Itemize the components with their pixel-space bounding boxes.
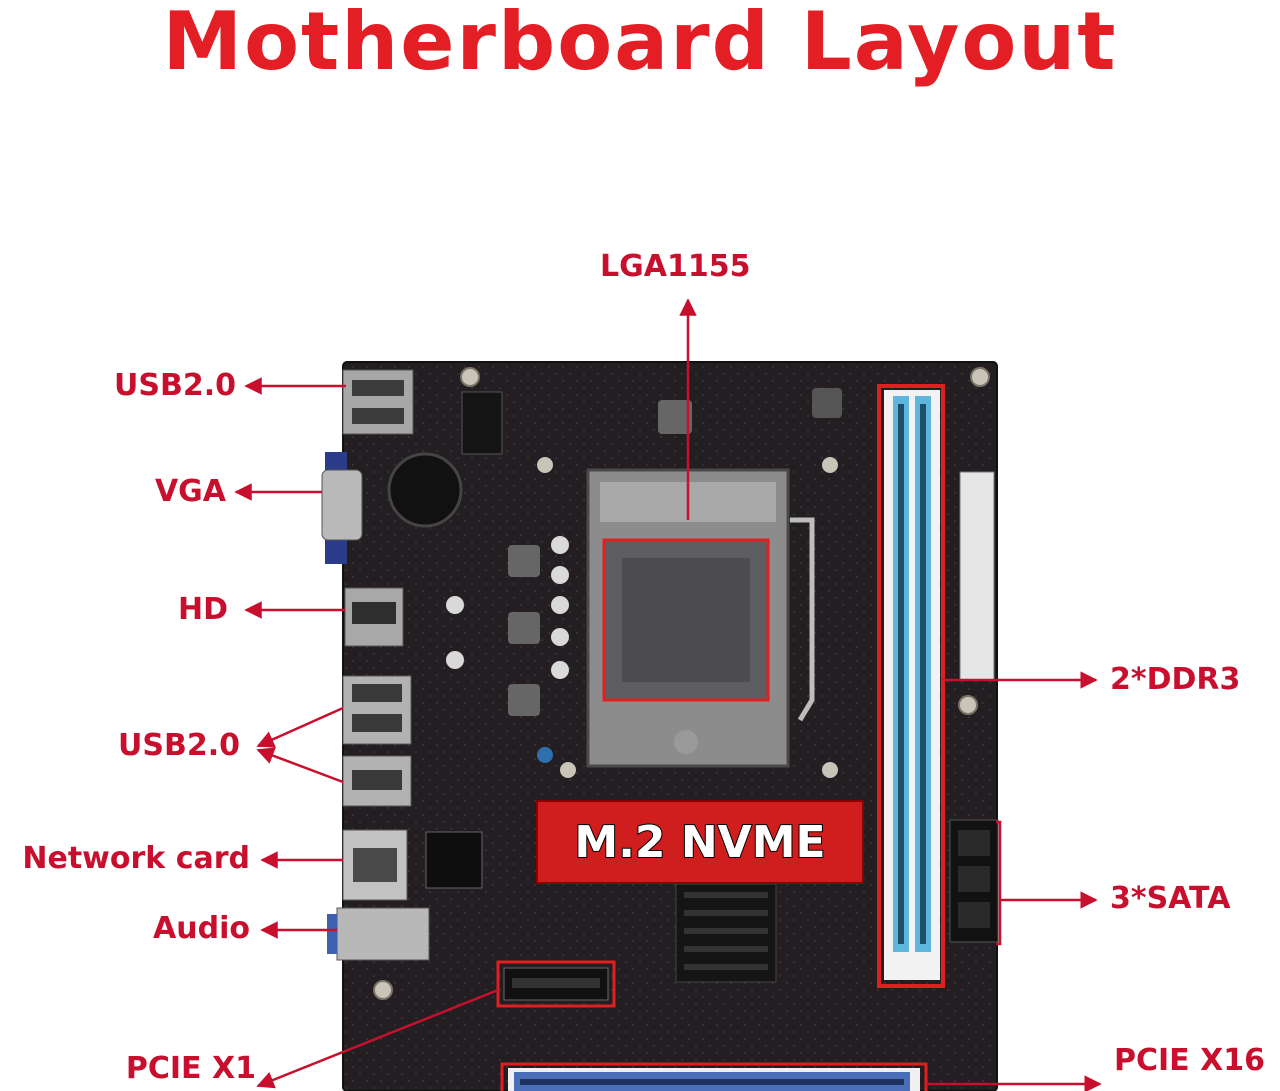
vga-label: VGA [154,474,226,509]
pcie-x1-label: PCIE X1 [125,1051,256,1086]
rear-io-panel [321,369,430,961]
network-card-label: Network card [22,841,250,876]
pcie-slots [503,967,920,1091]
hd-label: HD [177,592,228,627]
onboard-components [387,388,999,983]
cpu-socket [586,468,815,768]
usb-top-label: USB2.0 [114,368,236,403]
ddr3-label: 2*DDR3 [1110,662,1241,697]
m2-nvme-highlight: M.2 NVME [536,800,864,884]
pcie-x16-label: PCIE X16 [1114,1043,1265,1078]
arrow-usb-mid-lower [256,747,344,784]
ram-slots [884,390,940,980]
page-title: Motherboard Layout [162,0,1118,88]
ram-highlight-box [877,384,945,988]
arrow-usb-mid-upper [256,706,344,748]
arrow-pcie-x1 [256,988,499,1089]
m2-nvme-label: M.2 NVME [573,816,826,869]
pcie-x1-highlight-box [496,960,616,1008]
cpu-highlight-box [602,538,770,702]
lga1155-label: LGA1155 [600,249,751,284]
callout-arrows [234,298,1102,1091]
sata-bracket [996,820,1002,946]
audio-label: Audio [153,911,250,946]
usb-mid-label: USB2.0 [118,728,240,763]
sata-label: 3*SATA [1110,881,1231,916]
